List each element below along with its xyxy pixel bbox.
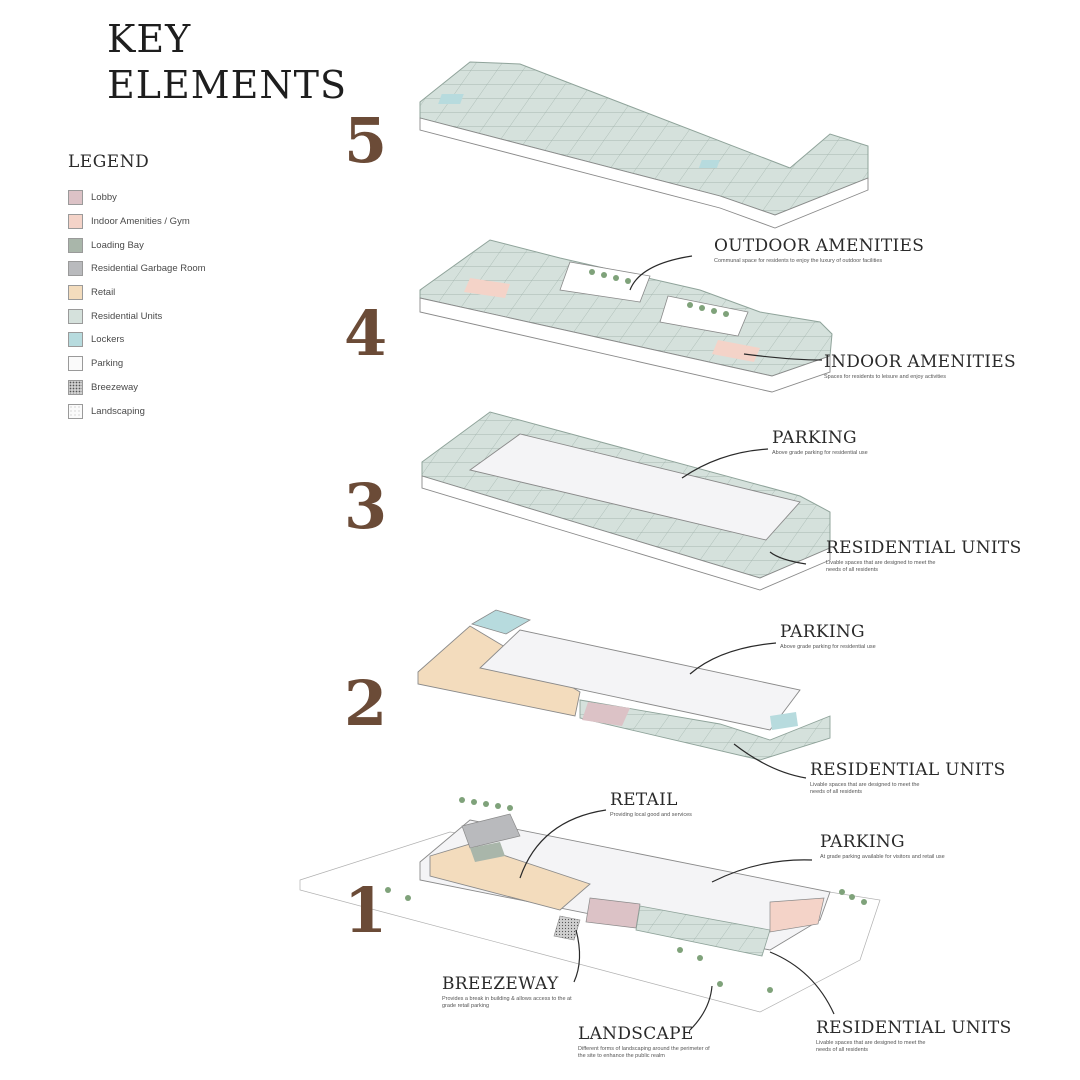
annotation-landscape: LANDSCAPE Different forms of landscaping…: [578, 1024, 718, 1060]
legend-item-loading-bay: Loading Bay: [68, 233, 318, 257]
annotation-level-1-residential-units: RESIDENTIAL UNITS Livable spaces that ar…: [816, 1018, 1012, 1054]
annotation-desc: Livable spaces that are designed to meet…: [810, 782, 920, 795]
legend-swatch-landscaping: [68, 403, 83, 419]
legend-swatch-indoor-amenities: [68, 214, 83, 230]
legend-label: Lobby: [91, 192, 117, 204]
legend-swatch-lockers: [68, 332, 83, 348]
level-4-plate: [419, 239, 833, 393]
legend-swatch-garbage-room: [68, 261, 83, 277]
page-title: KEY ELEMENTS: [107, 16, 347, 108]
annotation-title: RETAIL: [610, 790, 678, 810]
legend-item-breezeway: Breezeway: [68, 376, 318, 400]
annotation-title: PARKING: [780, 622, 865, 642]
level-1-plate: [299, 813, 881, 1013]
leader-arrows: [519, 255, 835, 1031]
level-number-4: 4: [344, 297, 388, 370]
annotation-level-1-parking: PARKING At grade parking available for v…: [820, 832, 1020, 861]
annotation-title: LANDSCAPE: [578, 1024, 694, 1044]
legend-item-garbage-room: Residential Garbage Room: [68, 257, 318, 281]
annotation-breezeway: BREEZEWAY Provides a break in building &…: [442, 974, 572, 1010]
legend-item-residential-units: Residential Units: [68, 304, 318, 328]
legend-item-parking: Parking: [68, 352, 318, 376]
legend-swatch-breezeway: [68, 379, 83, 395]
annotation-level-3-parking: PARKING Above grade parking for resident…: [772, 428, 972, 457]
legend-label: Retail: [91, 287, 116, 299]
landscaping-trees: [385, 269, 867, 993]
legend-label: Residential Units: [91, 310, 163, 322]
legend-item-lockers: Lockers: [68, 328, 318, 352]
annotation-outdoor-amenities: OUTDOOR AMENITIES Communal space for res…: [714, 236, 925, 265]
annotation-desc: At grade parking available for visitors …: [820, 854, 945, 860]
annotation-indoor-amenities: INDOOR AMENITIES Spaces for residents to…: [824, 352, 1024, 381]
annotation-desc: Above grade parking for residential use: [772, 450, 868, 456]
legend-swatch-retail: [68, 285, 83, 301]
annotation-title: OUTDOOR AMENITIES: [714, 236, 925, 256]
legend-label: Lockers: [91, 334, 125, 346]
level-number-5: 5: [344, 104, 388, 177]
legend-title: LEGEND: [68, 152, 150, 172]
legend-item-indoor-amenities: Indoor Amenities / Gym: [68, 210, 318, 234]
annotation-title: RESIDENTIAL UNITS: [816, 1018, 1012, 1038]
annotation-title: PARKING: [772, 428, 857, 448]
legend: LEGEND Lobby Indoor Amenities / Gym Load…: [68, 152, 318, 423]
annotation-desc: Above grade parking for residential use: [780, 644, 876, 650]
annotation-level-3-residential-units: RESIDENTIAL UNITS Livable spaces that ar…: [826, 538, 1022, 574]
legend-swatch-lobby: [68, 190, 83, 206]
legend-label: Parking: [91, 358, 124, 370]
page-title-line-2: ELEMENTS: [107, 63, 347, 107]
annotation-retail: RETAIL Providing local good and services: [610, 790, 770, 819]
annotation-desc: Livable spaces that are designed to meet…: [816, 1040, 926, 1053]
annotation-desc: Livable spaces that are designed to meet…: [826, 560, 936, 573]
level-number-2: 2: [344, 667, 388, 740]
legend-label: Breezeway: [91, 381, 138, 393]
annotation-title: BREEZEWAY: [442, 974, 559, 994]
legend-swatch-loading-bay: [68, 237, 83, 253]
annotation-desc: Spaces for residents to leisure and enjo…: [824, 374, 946, 380]
level-3-plate: [421, 411, 831, 591]
annotation-title: INDOOR AMENITIES: [824, 352, 1016, 372]
legend-item-lobby: Lobby: [68, 186, 318, 210]
annotation-desc: Communal space for residents to enjoy th…: [714, 258, 883, 264]
legend-swatch-residential-units: [68, 308, 83, 324]
level-number-3: 3: [344, 470, 388, 543]
annotation-desc: Provides a break in building & allows ac…: [442, 996, 572, 1009]
annotation-level-2-residential-units: RESIDENTIAL UNITS Livable spaces that ar…: [810, 760, 1006, 796]
legend-label: Indoor Amenities / Gym: [91, 216, 190, 228]
legend-label: Residential Garbage Room: [91, 263, 206, 275]
legend-item-landscaping: Landscaping: [68, 399, 318, 423]
legend-label: Loading Bay: [91, 239, 144, 251]
annotation-title: RESIDENTIAL UNITS: [826, 538, 1022, 558]
level-number-1: 1: [344, 874, 388, 947]
page-title-line-1: KEY: [107, 17, 192, 61]
annotation-title: RESIDENTIAL UNITS: [810, 760, 1006, 780]
annotation-desc: Providing local good and services: [610, 812, 692, 818]
level-2-plate: [417, 609, 831, 761]
legend-swatch-parking: [68, 356, 83, 372]
annotation-level-2-parking: PARKING Above grade parking for resident…: [780, 622, 980, 651]
annotation-desc: Different forms of landscaping around th…: [578, 1046, 710, 1059]
legend-item-retail: Retail: [68, 281, 318, 305]
legend-label: Landscaping: [91, 405, 145, 417]
annotation-title: PARKING: [820, 832, 905, 852]
level-5-plate: [419, 61, 869, 229]
